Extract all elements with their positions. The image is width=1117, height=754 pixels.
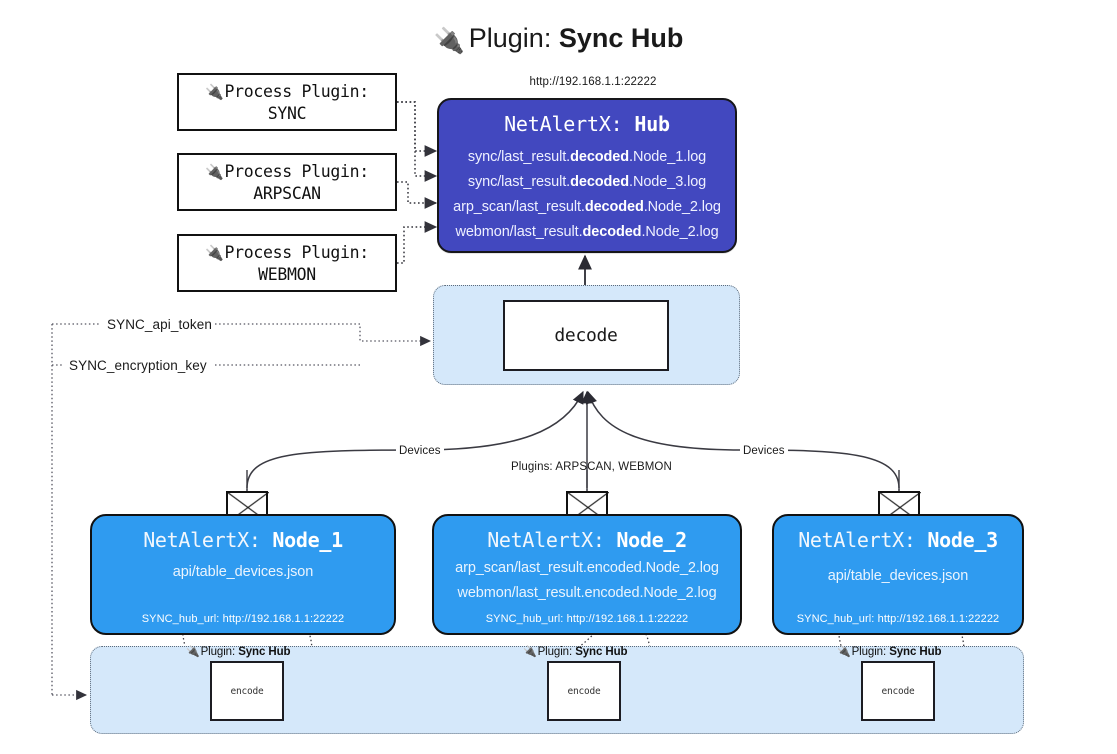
node-title: NetAlertX: Node_3	[774, 528, 1022, 552]
plugin-to-hub-edges	[397, 101, 438, 264]
encoder-caption-name: Sync Hub	[889, 646, 942, 658]
node-title: NetAlertX: Node_1	[92, 528, 394, 552]
hub-log-line: sync/last_result.decoded.Node_3.log	[439, 170, 735, 195]
hub-log-strong: decoded	[582, 224, 642, 240]
hub-log-line: sync/last_result.decoded.Node_1.log	[439, 145, 735, 170]
encoder-caption-prefix: Plugin:	[851, 646, 887, 658]
edge-label-devices-right: Devices	[740, 445, 788, 457]
hub-url-label: http://192.168.1.1:22222	[529, 76, 657, 88]
node-box-node-1[interactable]: NetAlertX: Node_1 api/table_devices.json…	[90, 514, 396, 635]
process-plugin-label: Process Plugin:	[224, 81, 369, 101]
node-line: arp_scan/last_result.encoded.Node_2.log	[455, 560, 719, 576]
decode-box[interactable]: decode	[503, 300, 669, 371]
node-title-prefix: NetAlertX:	[487, 528, 605, 552]
process-plugin-label: Process Plugin:	[224, 242, 369, 262]
encode-box-node-3[interactable]: encode	[861, 661, 935, 721]
node-title-name: Node_1	[272, 528, 343, 552]
hub-log-line: webmon/last_result.decoded.Node_2.log	[439, 220, 735, 245]
node-box-node-3[interactable]: NetAlertX: Node_3 api/table_devices.json…	[772, 514, 1024, 635]
hub-log-list: sync/last_result.decoded.Node_1.log sync…	[439, 145, 735, 245]
envelope-stems	[246, 470, 900, 491]
hub-log-pre: sync/last_result.	[467, 149, 571, 165]
encoder-caption-name: Sync Hub	[575, 646, 628, 658]
plug-icon: 🔌	[205, 162, 224, 181]
plug-icon: 🔌	[433, 27, 465, 55]
hub-log-pre: arp_scan/last_result.	[453, 199, 585, 215]
node-line-list: arp_scan/last_result.encoded.Node_2.log …	[434, 556, 740, 606]
hub-node[interactable]: NetAlertX: Hub sync/last_result.decoded.…	[437, 98, 737, 253]
hub-log-strong: decoded	[584, 199, 644, 215]
encoder-caption-prefix: Plugin:	[537, 646, 573, 658]
process-plugin-name: SYNC	[267, 103, 307, 123]
node-line: api/table_devices.json	[827, 568, 969, 584]
plug-icon: 🔌	[205, 82, 224, 101]
title-prefix: Plugin:	[468, 23, 552, 53]
node-box-node-2[interactable]: NetAlertX: Node_2 arp_scan/last_result.e…	[432, 514, 742, 635]
plug-icon: 🔌	[186, 646, 200, 658]
encoder-caption-prefix: Plugin:	[200, 646, 236, 658]
edge-label-encryption-key: SYNC_encryption_key	[66, 358, 210, 373]
process-plugin-arpscan[interactable]: 🔌Process Plugin: ARPSCAN	[177, 153, 397, 211]
node-title-name: Node_2	[616, 528, 687, 552]
hub-title: NetAlertX: Hub	[439, 112, 735, 136]
node-title-prefix: NetAlertX:	[143, 528, 261, 552]
node-to-decode-edges	[246, 390, 900, 489]
encode-box-node-1[interactable]: encode	[210, 661, 284, 721]
plug-icon: 🔌	[523, 646, 537, 658]
node-hub-url: SYNC_hub_url: http://192.168.1.1:22222	[796, 613, 1000, 625]
hub-title-name: Hub	[634, 112, 670, 136]
edge-label-api-token: SYNC_api_token	[104, 317, 215, 332]
node-line: webmon/last_result.encoded.Node_2.log	[457, 585, 717, 601]
plug-icon: 🔌	[837, 646, 851, 658]
node-hub-url: SYNC_hub_url: http://192.168.1.1:22222	[485, 613, 689, 625]
process-plugin-name: ARPSCAN	[253, 183, 321, 203]
process-plugin-title: 🔌Process Plugin:	[205, 242, 369, 264]
process-plugin-title: 🔌Process Plugin:	[205, 161, 369, 183]
hub-log-strong: decoded	[570, 174, 630, 190]
node-title-prefix: NetAlertX:	[798, 528, 916, 552]
node-title: NetAlertX: Node_2	[434, 528, 740, 552]
plug-icon: 🔌	[205, 243, 224, 262]
hub-log-post: .Node_2.log	[641, 224, 719, 240]
process-plugin-name: WEBMON	[258, 264, 316, 284]
node-line-list: api/table_devices.json	[92, 560, 394, 585]
process-plugin-title: 🔌Process Plugin:	[205, 81, 369, 103]
hub-log-pre: sync/last_result.	[467, 174, 571, 190]
page-title: 🔌Plugin: Sync Hub	[0, 16, 1117, 61]
hub-log-post: .Node_2.log	[643, 199, 721, 215]
process-plugin-label: Process Plugin:	[224, 161, 369, 181]
encoder-caption: 🔌Plugin: Sync Hub	[523, 645, 628, 658]
encoder-caption-name: Sync Hub	[238, 646, 291, 658]
edge-label-plugins: Plugins: ARPSCAN, WEBMON	[511, 461, 672, 473]
node-line: api/table_devices.json	[172, 564, 314, 580]
hub-log-post: .Node_3.log	[629, 174, 707, 190]
edge-label-devices-left: Devices	[396, 445, 444, 457]
encode-box-node-2[interactable]: encode	[547, 661, 621, 721]
hub-log-line: arp_scan/last_result.decoded.Node_2.log	[439, 195, 735, 220]
hub-log-pre: webmon/last_result.	[455, 224, 583, 240]
encoder-caption: 🔌Plugin: Sync Hub	[186, 645, 291, 658]
node-hub-url: SYNC_hub_url: http://192.168.1.1:22222	[141, 613, 345, 625]
process-plugin-sync[interactable]: 🔌Process Plugin: SYNC	[177, 73, 397, 131]
hub-log-post: .Node_1.log	[629, 149, 707, 165]
title-name: Sync Hub	[558, 23, 684, 53]
encoder-caption: 🔌Plugin: Sync Hub	[837, 645, 942, 658]
hub-title-prefix: NetAlertX:	[504, 112, 623, 136]
process-plugin-webmon[interactable]: 🔌Process Plugin: WEBMON	[177, 234, 397, 292]
node-line-list: api/table_devices.json	[774, 564, 1022, 589]
node-title-name: Node_3	[927, 528, 998, 552]
hub-log-strong: decoded	[570, 149, 630, 165]
